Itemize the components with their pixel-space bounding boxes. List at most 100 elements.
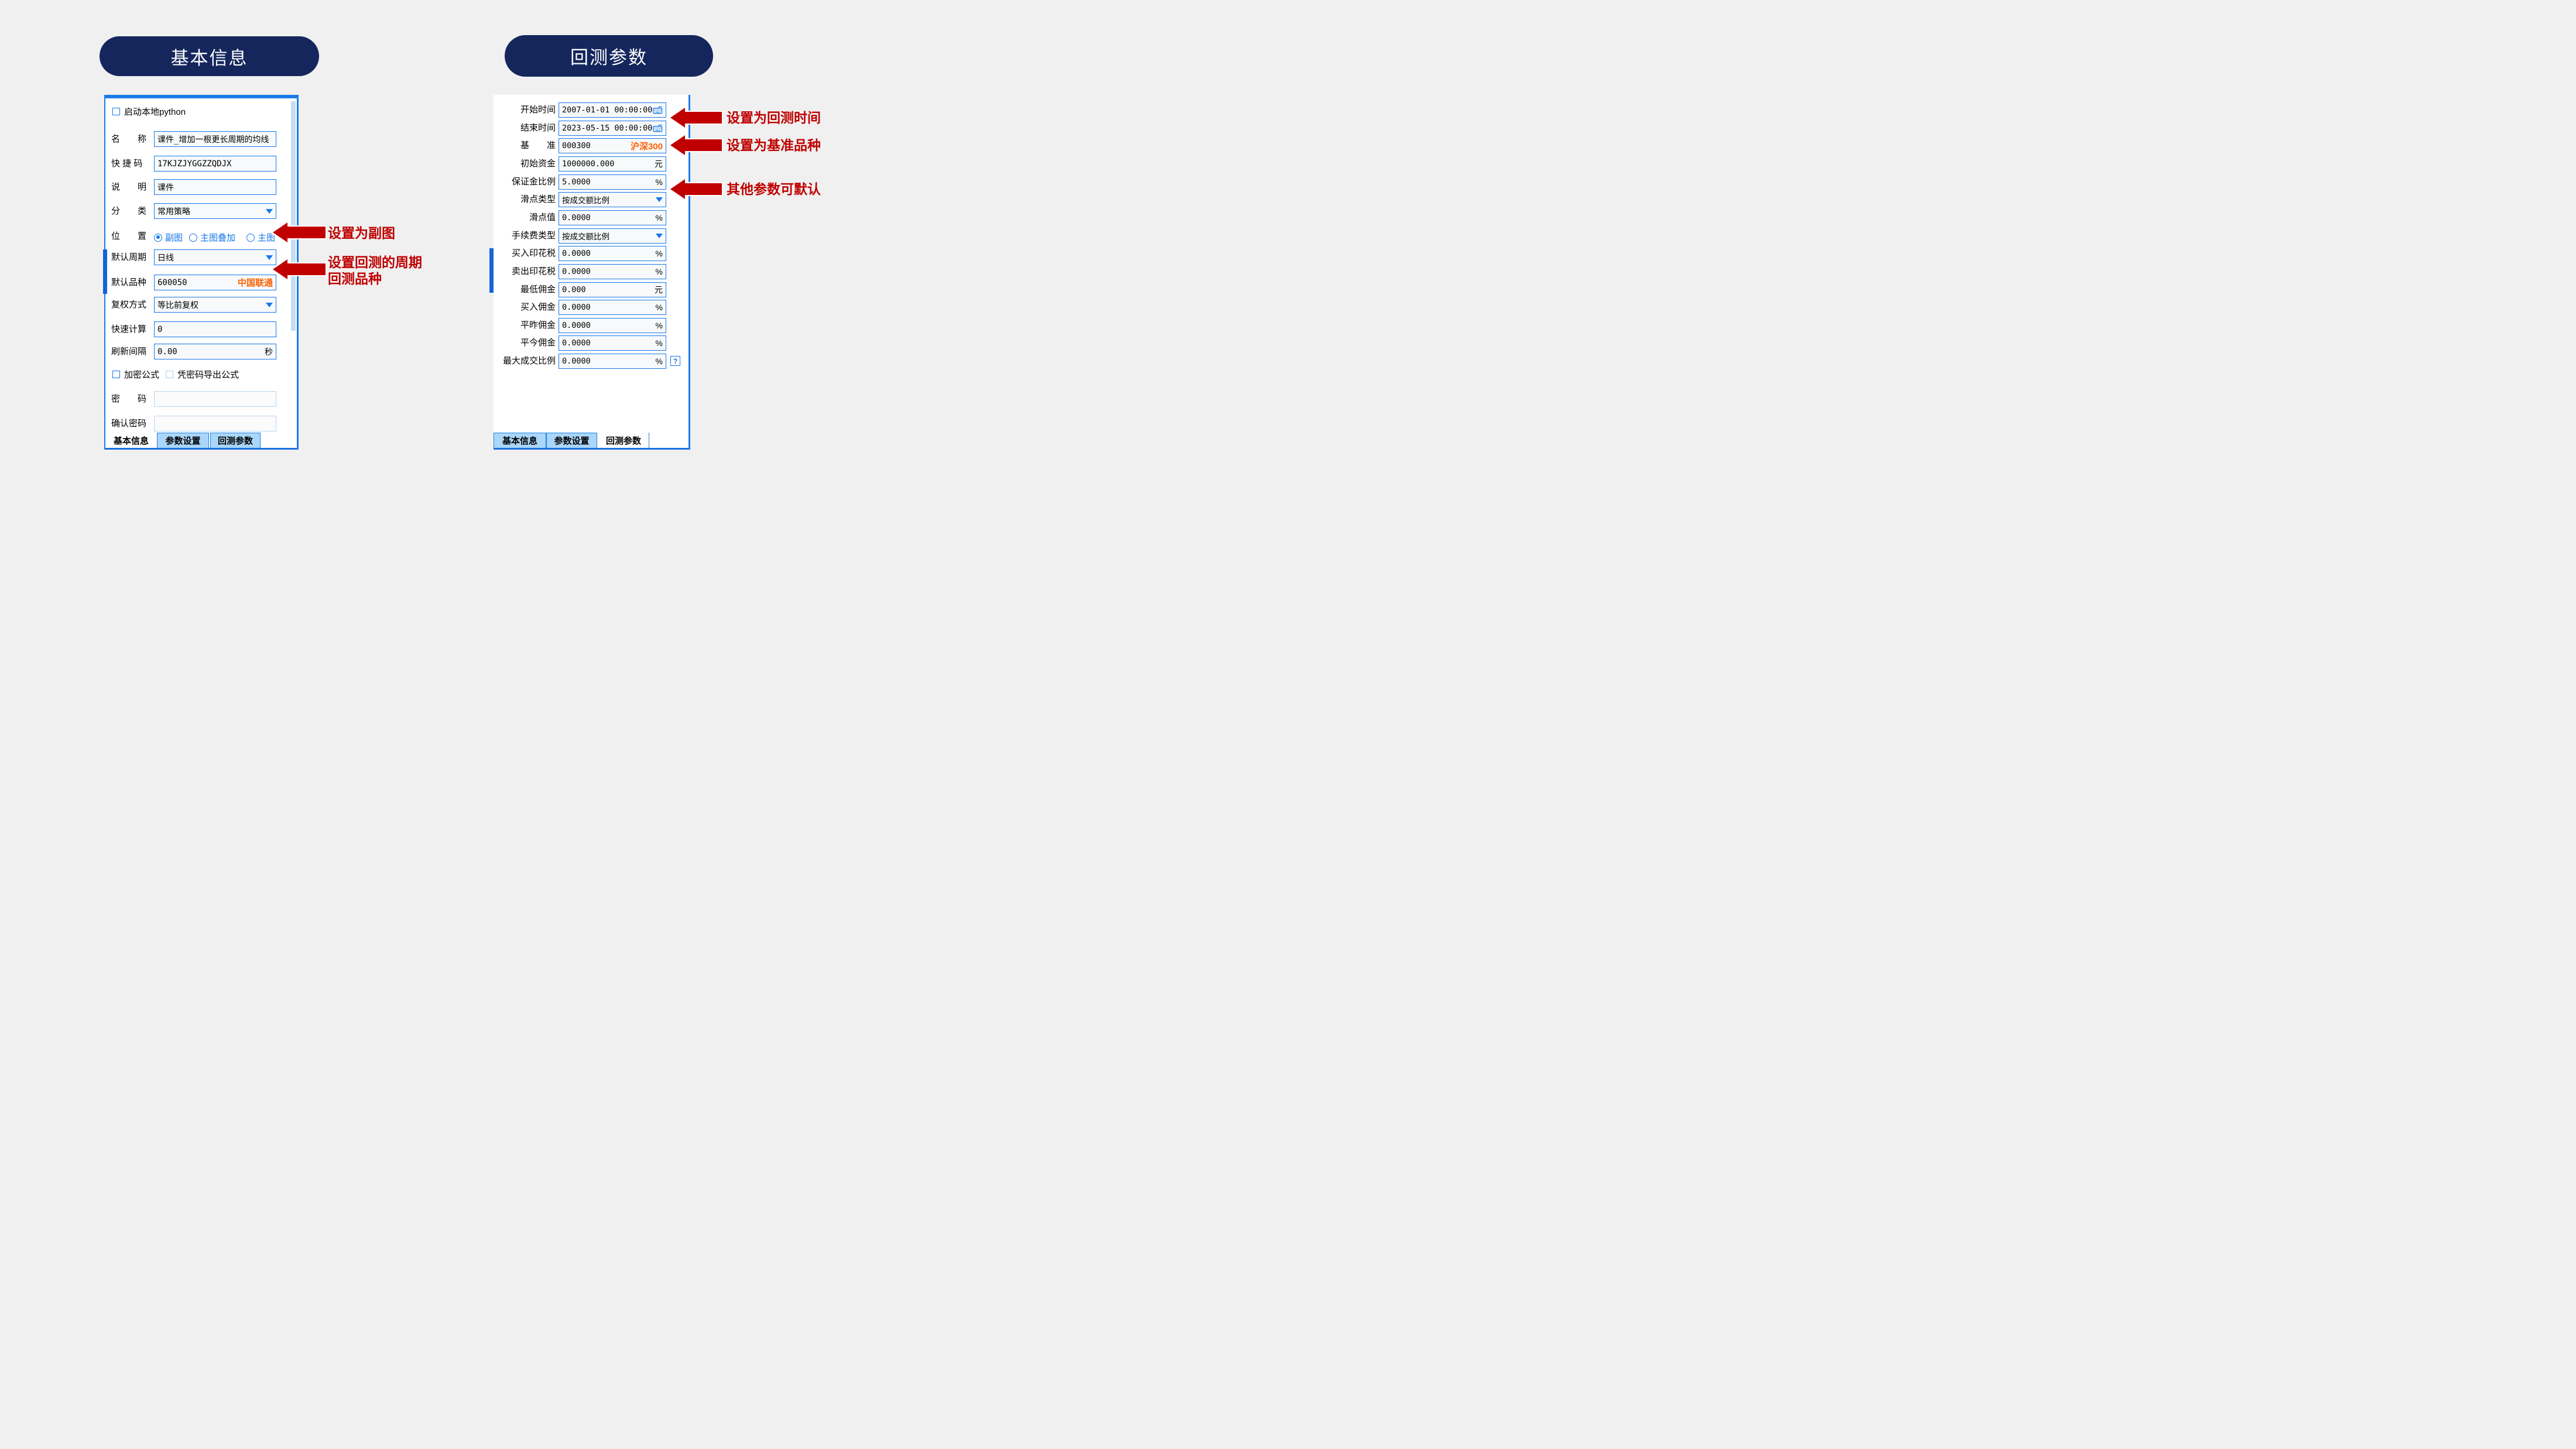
tab-param-settings[interactable]: 参数设置 xyxy=(546,433,597,448)
name-label: 名 称 xyxy=(111,134,147,144)
buy-stamp-tax-label: 买入印花税 xyxy=(511,248,556,258)
min-commission-input[interactable]: 0.000 元 xyxy=(559,282,666,297)
close-yesterday-commission-input[interactable]: 0.0000 % xyxy=(559,318,666,333)
arrow-shaft xyxy=(684,183,722,195)
radio-label-main-chart[interactable]: 主图 xyxy=(258,233,276,243)
initial-capital-unit: 元 xyxy=(655,159,663,169)
close-today-commission-input[interactable]: 0.0000 % xyxy=(559,335,666,351)
arrow-left-icon xyxy=(670,108,722,128)
slippage-type-select[interactable]: 按成交额比例 xyxy=(559,192,666,207)
basic-info-pill: 基本信息 xyxy=(100,36,319,76)
default-period-select[interactable]: 日线 xyxy=(154,249,276,265)
buy-commission-value: 0.0000 xyxy=(562,303,591,312)
shortcut-code-value: 17KJZJYGGZZQDJX xyxy=(157,159,232,169)
local-python-checkbox-row[interactable]: 启动本地python xyxy=(112,105,186,118)
slippage-value-input[interactable]: 0.0000 % xyxy=(559,210,666,225)
tab-basic-info[interactable]: 基本信息 xyxy=(494,433,546,448)
arrow-left-icon xyxy=(273,259,326,279)
name-input[interactable]: 课件_增加一根更长周期的均线 xyxy=(154,131,276,147)
chevron-down-icon[interactable] xyxy=(656,197,663,202)
checkbox-icon[interactable] xyxy=(112,371,120,378)
max-fill-ratio-input[interactable]: 0.0000 % xyxy=(559,354,666,369)
basic-info-pill-label: 基本信息 xyxy=(170,47,248,68)
confirm-password-input[interactable] xyxy=(154,416,276,431)
tab-param-settings-label: 参数设置 xyxy=(554,436,590,446)
shortcut-code-input[interactable]: 17KJZJYGGZZQDJX xyxy=(154,156,276,172)
max-fill-ratio-label: 最大成交比例 xyxy=(502,356,556,366)
radio-icon[interactable] xyxy=(189,233,198,242)
panel-bottom-border xyxy=(105,448,297,450)
adjust-mode-select[interactable]: 等比前复权 xyxy=(154,297,276,313)
export-by-password-checkbox-row[interactable]: 凭密码导出公式 xyxy=(166,368,239,381)
fee-type-select[interactable]: 按成交额比例 xyxy=(559,228,666,244)
arrow-shaft xyxy=(684,139,722,151)
arrow-left-icon xyxy=(670,179,722,199)
arrow-head xyxy=(273,222,287,242)
margin-ratio-input[interactable]: 5.0000 % xyxy=(559,174,666,190)
checkbox-icon[interactable] xyxy=(112,108,120,115)
radio-label-sub-chart[interactable]: 副图 xyxy=(165,233,183,243)
quick-calc-value: 0 xyxy=(157,324,163,334)
chevron-down-icon[interactable] xyxy=(266,208,273,214)
close-today-commission-label: 平今佣金 xyxy=(520,338,556,348)
end-time-label: 结束时间 xyxy=(520,123,556,133)
close-yesterday-commission-unit: % xyxy=(655,321,663,330)
start-time-input[interactable]: 2007-01-01 00:00:00 xyxy=(559,102,666,118)
checkbox-disabled-icon[interactable] xyxy=(166,371,173,378)
password-input[interactable] xyxy=(154,391,276,407)
scroll-marker xyxy=(489,248,494,293)
benchmark-value: 000300 xyxy=(562,141,591,150)
default-period-label: 默认周期 xyxy=(111,252,147,262)
arrow-head xyxy=(273,259,287,279)
refresh-interval-input[interactable]: 0.00 秒 xyxy=(154,344,276,359)
sell-stamp-tax-input[interactable]: 0.0000 % xyxy=(559,264,666,279)
end-time-input[interactable]: 2023-05-15 00:00:00 xyxy=(559,121,666,136)
chevron-down-icon[interactable] xyxy=(656,234,663,238)
tab-backtest-params[interactable]: 回测参数 xyxy=(210,433,261,448)
buy-commission-input[interactable]: 0.0000 % xyxy=(559,300,666,315)
margin-ratio-unit: % xyxy=(655,177,663,187)
description-input[interactable]: 课件 xyxy=(154,179,276,195)
description-label: 说 明 xyxy=(111,182,147,192)
slippage-value-value: 0.0000 xyxy=(562,213,591,222)
default-symbol-value: 600050 xyxy=(157,278,187,287)
export-by-password-label: 凭密码导出公式 xyxy=(177,370,239,380)
quick-calc-input[interactable]: 0 xyxy=(154,321,276,337)
annotation-backtest-time: 设置为回测时间 xyxy=(727,110,821,125)
tab-param-settings-label: 参数设置 xyxy=(165,436,201,446)
category-label: 分 类 xyxy=(111,206,147,216)
category-select[interactable]: 常用策略 xyxy=(154,203,276,219)
confirm-password-label: 确认密码 xyxy=(111,419,147,429)
arrow-head xyxy=(670,179,685,199)
tab-backtest-params[interactable]: 回测参数 xyxy=(598,433,649,448)
tab-basic-info-label: 基本信息 xyxy=(502,436,537,446)
encrypt-formula-checkbox-row[interactable]: 加密公式 xyxy=(112,368,159,381)
default-symbol-label: 默认品种 xyxy=(111,278,147,287)
position-label: 位 置 xyxy=(111,231,147,241)
keyboard-icon[interactable] xyxy=(653,124,663,132)
tab-param-settings[interactable]: 参数设置 xyxy=(157,433,209,448)
radio-icon[interactable] xyxy=(246,233,255,242)
default-symbol-input[interactable]: 600050 中国联通 xyxy=(154,275,276,290)
arrow-shaft xyxy=(287,227,326,238)
radio-label-main-overlay[interactable]: 主图叠加 xyxy=(200,233,236,243)
tab-basic-info[interactable]: 基本信息 xyxy=(105,433,157,448)
refresh-interval-label: 刷新间隔 xyxy=(111,347,147,357)
chevron-down-icon[interactable] xyxy=(266,302,273,307)
chevron-down-icon[interactable] xyxy=(266,255,273,260)
sell-stamp-tax-unit: % xyxy=(655,267,663,276)
scrollbar[interactable] xyxy=(291,101,296,331)
slippage-value-unit: % xyxy=(655,213,663,222)
arrow-shaft xyxy=(287,263,326,275)
benchmark-input[interactable]: 000300 沪深300 xyxy=(559,138,666,153)
close-today-commission-value: 0.0000 xyxy=(562,338,591,348)
help-button[interactable]: ? xyxy=(670,356,680,366)
buy-stamp-tax-input[interactable]: 0.0000 % xyxy=(559,246,666,261)
initial-capital-label: 初始资金 xyxy=(520,159,556,169)
initial-capital-input[interactable]: 1000000.000 元 xyxy=(559,156,666,172)
refresh-interval-value: 0.00 xyxy=(157,347,177,357)
radio-selected-icon[interactable] xyxy=(154,233,162,242)
category-value: 常用策略 xyxy=(157,207,190,217)
backtest-params-pill-label: 回测参数 xyxy=(570,47,648,68)
keyboard-icon[interactable] xyxy=(653,106,663,114)
